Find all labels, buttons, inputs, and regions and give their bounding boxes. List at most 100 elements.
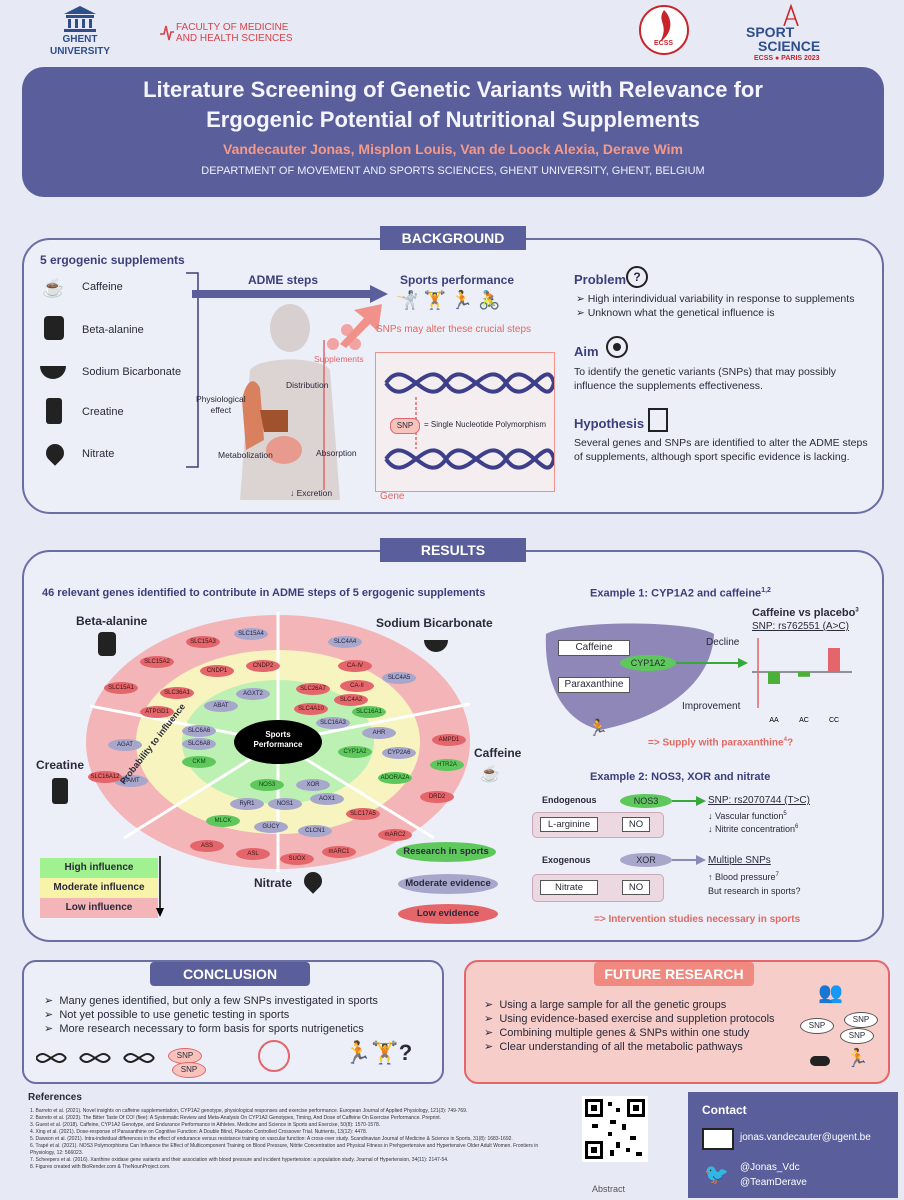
supplement-label: Nitrate: [82, 448, 115, 460]
ex1-supply-sup: 4: [783, 737, 787, 743]
conclusion-text: Not yet possible to use genetic testing …: [59, 1009, 290, 1021]
gene-pill-slc16a12: SLC16A12: [88, 771, 122, 783]
beta-alanine-jar-icon: [98, 632, 116, 656]
title-box: Literature Screening of Genetic Variants…: [22, 67, 884, 197]
gene-pill-agat: AGAT: [108, 739, 142, 751]
cyclist-icon: 🚴: [478, 290, 501, 310]
faculty-pulse-icon: [160, 25, 174, 41]
qr-code[interactable]: [582, 1096, 648, 1184]
gene-pill-suox: SUOX: [280, 853, 314, 865]
center-label: Sports Performance: [228, 730, 328, 750]
results-label: RESULTS: [380, 538, 526, 562]
aim-text: To identify the genetic variants (SNPs) …: [574, 365, 874, 393]
abstract-label: Abstract: [592, 1184, 626, 1194]
example2-title: Example 2: NOS3, XOR and nitrate: [590, 771, 771, 783]
conclusion-item: ➢ More research necessary to form basis …: [44, 1023, 364, 1035]
chart-subtitle: SNP: rs762551 (A>C): [752, 621, 849, 632]
supplement-creatine: Creatine: [38, 398, 198, 424]
bowl-icon: [40, 366, 66, 379]
example1-title-text: Example 1: CYP1A2 and caffeine: [590, 587, 762, 600]
ghent-logo: GHENT UNIVERSITY: [40, 4, 120, 60]
gene-pill-slc15a1: SLC15A1: [104, 682, 138, 694]
contact-email[interactable]: jonas.vandecauter@ugent.be: [740, 1132, 871, 1143]
runner-icon: 🏃: [450, 290, 474, 310]
future-text: Clear understanding of all the metabolic…: [499, 1041, 743, 1053]
ex2-exogenous: Exogenous: [542, 855, 591, 865]
chart-title-sup: 3: [855, 607, 859, 614]
gene-pill-cndp1: CNDP1: [200, 665, 234, 677]
weightlifter-icon: 🏋: [423, 290, 446, 310]
center-line1: Sports: [265, 730, 291, 739]
aim-title: Aim: [574, 344, 599, 359]
gene-pill-nos3: NOS3: [250, 779, 284, 791]
runner-icon-2: 🏃: [588, 720, 608, 737]
dna-strands-icon: [36, 1052, 155, 1064]
ex2-vascular-sup: 5: [783, 811, 787, 817]
snp-tag: SNP: [390, 418, 420, 434]
supplements-bracket: [186, 272, 199, 468]
ex2-purple-arrow: [672, 855, 706, 865]
hypothesis-line2: of supplements, although sport specific …: [574, 451, 850, 463]
supplements-tag: Supplements: [314, 354, 364, 364]
references-title: References: [28, 1092, 82, 1103]
gene-pill-slc4a5: SLC4A5: [382, 672, 416, 684]
future-text: Combining multiple genes & SNPs within o…: [499, 1027, 750, 1039]
caffeine-cup-icon: ☕: [480, 766, 500, 783]
gene-pill-ahr: AHR: [362, 727, 396, 739]
ex2-research: But research in sports?: [708, 886, 801, 896]
distribution-label: Distribution: [286, 380, 329, 390]
gene-pill-slc17a5: SLC17A5: [346, 808, 380, 820]
gene-pill-slc4a10: SLC4A10: [294, 703, 328, 715]
ghent-building-icon: [64, 6, 96, 32]
gene-pill-gucy: GUCY: [254, 821, 288, 833]
quad-beta-alanine: Beta-alanine: [76, 614, 148, 628]
gene-pill-cndp2: CNDP2: [246, 660, 280, 672]
gene-pill-agxt2: AGXT2: [236, 688, 270, 700]
chart-title: Caffeine vs placebo3: [752, 607, 859, 619]
science-text: SCIENCE: [758, 38, 821, 54]
pill-capsule-icon: [810, 1056, 830, 1066]
ex2-snp: SNP: rs2070744 (T>C): [708, 795, 810, 806]
ex2-intervention: => Intervention studies necessary in spo…: [594, 914, 801, 925]
no-dna-icon: [258, 1040, 290, 1072]
future-text: Using a large sample for all the genetic…: [499, 999, 727, 1011]
contact-handle2[interactable]: @TeamDerave: [740, 1177, 807, 1188]
dna-helix-illustration: [384, 372, 556, 470]
gene-pill-slc16a3: SLC16A3: [316, 717, 350, 729]
supplement-label: Caffeine: [82, 281, 123, 293]
future-label: FUTURE RESEARCH: [594, 962, 754, 986]
gene-pill-slc6a8: SLC6A8: [182, 738, 216, 750]
gene-pill-slc6a6: SLC6A6: [182, 725, 216, 737]
faculty-logo: FACULTY OF MEDICINE AND HEALTH SCIENCES: [160, 20, 320, 50]
future-item: ➢ Combining multiple genes & SNPs within…: [484, 1027, 750, 1039]
conclusion-label: CONCLUSION: [150, 962, 310, 986]
ex2-nitrite-sup: 6: [795, 824, 799, 830]
legend-low-influence: Low influence: [40, 898, 158, 918]
contact-handle1[interactable]: @Jonas_Vdc: [740, 1162, 800, 1173]
poster-title-line1: Literature Screening of Genetic Variants…: [143, 77, 763, 102]
gene-pill-atpgd1: ATPGD1: [140, 706, 174, 718]
ex2-bp-sup: 7: [775, 872, 779, 878]
gene-label: Gene: [380, 491, 405, 502]
gene-pill-cyp2a6: CYP2A6: [382, 747, 416, 759]
athletes-question-icon: 🏃🏋?: [344, 1040, 413, 1065]
chart-title-text: Caffeine vs placebo: [752, 607, 856, 619]
human-body-illustration: [240, 304, 340, 500]
legend-research-in-sports: Research in sports: [396, 842, 496, 862]
gene-pill-adora2a: ADORA2A: [378, 772, 412, 784]
creatine-jar-icon-2: [52, 778, 68, 804]
sport-icons: 🤺 🏋 🏃 🚴: [396, 290, 501, 311]
reference-item: 8. Figures created with BioRender.com & …: [30, 1164, 171, 1170]
reference-item: 3. Guest et al. (2018). Caffeine, CYP1A2…: [30, 1122, 381, 1128]
gene-pill-nos1: NOS1: [268, 798, 302, 810]
coffee-cup-icon: ☕: [42, 278, 65, 298]
paris-text: ECSS ● PARIS 2023: [754, 55, 820, 62]
aim-line1: To identify the genetic variants (SNPs) …: [574, 366, 837, 378]
sport-text: SPORT: [746, 24, 795, 40]
gene-pill-ampd1: AMPD1: [432, 734, 466, 746]
gene-pill-marc1: mARC1: [322, 846, 356, 858]
gene-pill-abat: ABAT: [204, 700, 238, 712]
eiffel-tower-icon: [783, 4, 799, 26]
ecss-flame-icon: [639, 5, 689, 55]
quad-nitrate: Nitrate: [254, 876, 293, 890]
